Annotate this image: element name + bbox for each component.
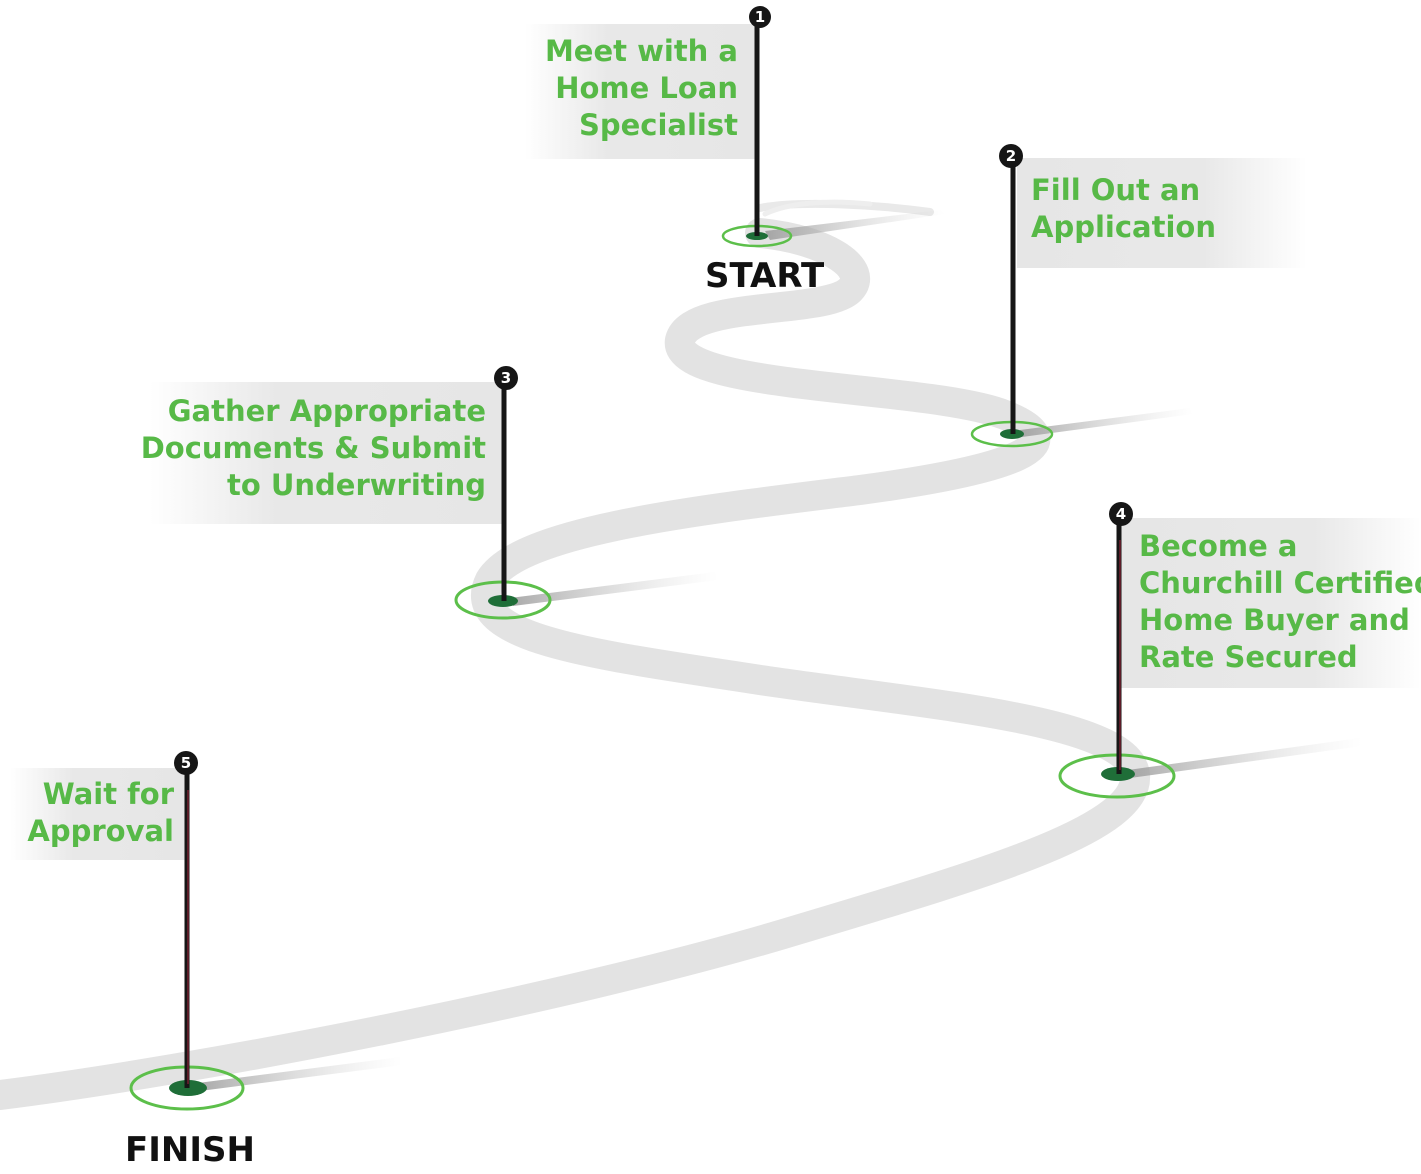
winding-road	[0, 199, 1150, 1110]
step-3-label-line: Gather Appropriate	[167, 394, 486, 428]
step-numbers: 1 2 3 4 5	[174, 6, 1133, 775]
step-2-number-badge: 2	[999, 144, 1023, 168]
step-3-label-line: Documents & Submit	[140, 431, 486, 465]
step-2-label: Fill Out an Application	[1031, 172, 1216, 246]
road-path	[0, 218, 1150, 1110]
step-2-label-line: Fill Out an	[1031, 173, 1201, 207]
pole-shadows	[198, 210, 1362, 1091]
finish-label: FINISH	[125, 1130, 255, 1170]
step-1-label-line: Specialist	[578, 108, 738, 142]
start-label: START	[705, 256, 825, 296]
step-4-label-line: Home Buyer and	[1139, 603, 1410, 637]
step-5-label-line: Wait for	[42, 777, 174, 811]
step-5-label: Wait for Approval	[27, 776, 174, 850]
step-1-label-line: Meet with a	[544, 34, 738, 68]
step-4-label-line: Become a	[1139, 529, 1298, 563]
step-2-label-line: Application	[1031, 210, 1216, 244]
step-4-label-line: Churchill Certified	[1139, 566, 1421, 600]
step-3-label-line: to Underwriting	[226, 468, 486, 502]
flag-tags	[10, 24, 1421, 860]
road-segment-far	[762, 199, 873, 217]
step-5-tag	[10, 768, 188, 860]
step-4-tag	[1121, 518, 1421, 688]
flag-poles	[184, 22, 1122, 1088]
step-1-number-badge: 1	[749, 6, 771, 28]
step-3-number-badge: 3	[494, 366, 518, 390]
step-4-number: 4	[1116, 505, 1126, 523]
step-1-number: 1	[755, 8, 765, 26]
step-2-tag	[1017, 158, 1307, 268]
step-4-number-badge: 4	[1109, 502, 1133, 526]
step-3-number: 3	[501, 369, 511, 387]
step-2-number: 2	[1006, 147, 1016, 165]
step-1-tag	[525, 24, 757, 159]
step-1-label-line: Home Loan	[555, 71, 738, 105]
step-5-number-badge: 5	[174, 751, 198, 775]
step-3-tag	[150, 382, 505, 524]
step-5-label-line: Approval	[27, 814, 174, 848]
step-1-label: Meet with a Home Loan Specialist	[545, 33, 738, 144]
step-4-label-line: Rate Secured	[1139, 640, 1358, 674]
step-3-label: Gather Appropriate Documents & Submit to…	[141, 393, 486, 504]
step-4-label: Become a Churchill Certified Home Buyer …	[1139, 528, 1421, 676]
step-5-number: 5	[181, 754, 191, 772]
